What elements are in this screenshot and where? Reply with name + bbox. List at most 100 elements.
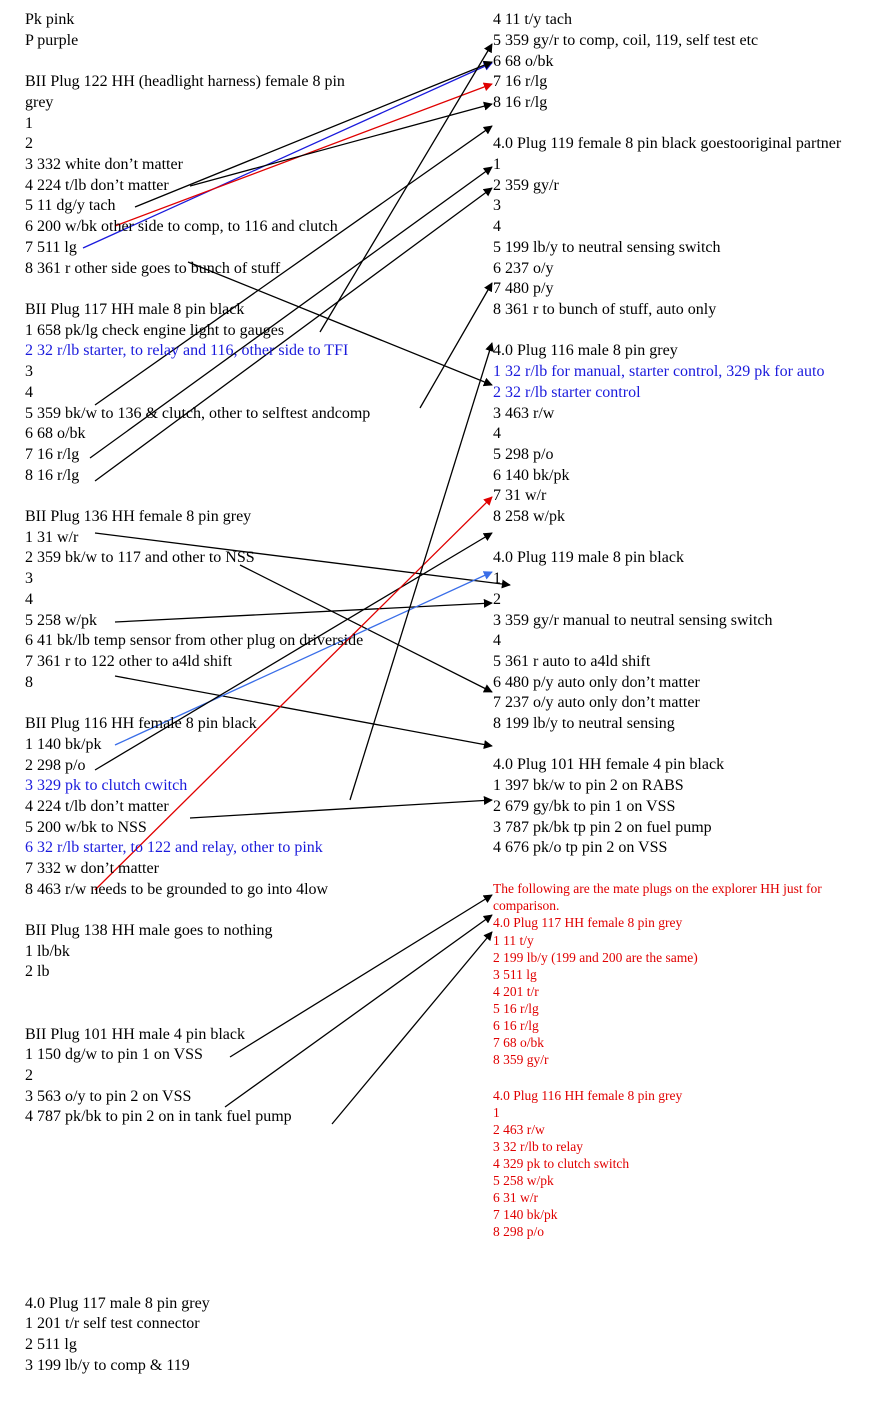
pin-line: 7 16 r/lg: [25, 446, 80, 463]
mate-pin-line: 8 359 gy/r: [493, 1052, 549, 1067]
pin-line: 8 199 lb/y to neutral sensing: [493, 715, 675, 732]
wire-101-4: [331, 931, 493, 1125]
mate-pin-line: 5 258 w/pk: [493, 1173, 554, 1188]
mate-pin-line: 3 511 lg: [493, 967, 537, 982]
plug-40-117-heading: 4.0 Plug 117 male 8 pin grey: [25, 1295, 210, 1312]
pin-line: 5 359 bk/w to 136 & clutch, other to sel…: [25, 405, 371, 422]
wire-116-2: [94, 532, 493, 771]
pin-line: 7 31 w/r: [493, 487, 547, 504]
pin-line: 6 237 o/y: [493, 260, 554, 277]
pin-line: 6 480 p/y auto only don’t matter: [493, 674, 700, 691]
mate-pin-line: 1 11 t/y: [493, 933, 534, 948]
plug-138-heading: BII Plug 138 HH male goes to nothing: [25, 922, 273, 939]
mate-pin-line: 7 140 bk/pk: [493, 1207, 558, 1222]
wire-117-5: [94, 125, 493, 406]
mate-pin-line: 4 329 pk to clutch switch: [493, 1156, 630, 1171]
pin-line: 2 359 bk/w to 117 and other to NSS: [25, 549, 255, 566]
pin-line: 7 16 r/lg: [493, 73, 548, 90]
pin-line: 2: [25, 1067, 33, 1084]
pin-line: 8 16 r/lg: [25, 467, 80, 484]
plug-40-119-female-heading: 4.0 Plug 119 female 8 pin black goestoor…: [493, 135, 842, 152]
wire-117-5b: [419, 282, 493, 409]
pin-line: 5 199 lb/y to neutral sensing switch: [493, 239, 721, 256]
pin-line: 6 68 o/bk: [25, 425, 86, 442]
pin-line: 4 224 t/lb don’t matter: [25, 177, 169, 194]
pin-line: 7 237 o/y auto only don’t matter: [493, 694, 700, 711]
pin-line: 1: [25, 115, 33, 132]
wire-122-7-blue: [82, 62, 493, 249]
pin-line: 5 359 gy/r to comp, coil, 119, self test…: [493, 32, 759, 49]
pin-line: 3: [25, 570, 33, 587]
pin-line: 5 200 w/bk to NSS: [25, 819, 147, 836]
pin-line: 6 32 r/lb starter, to 122 and relay, oth…: [25, 839, 323, 856]
pin-line: 7 511 lg: [25, 239, 77, 256]
mate-pin-line: 6 16 r/lg: [493, 1018, 539, 1033]
wire-117-8: [94, 187, 493, 482]
pin-line: 4: [25, 591, 33, 608]
pin-line: 5 11 dg/y tach: [25, 197, 116, 214]
pin-line: 2 lb: [25, 963, 50, 980]
pin-line: 1 lb/bk: [25, 943, 70, 960]
pin-line: 7 361 r to 122 other to a4ld shift: [25, 653, 233, 670]
pin-line: 5 258 w/pk: [25, 612, 97, 629]
wire-116-4b: [349, 342, 494, 801]
pin-line: 5 298 p/o: [493, 446, 554, 463]
plug-116-heading: BII Plug 116 HH female 8 pin black: [25, 715, 257, 732]
mate-pin-line: 4 201 t/r: [493, 984, 539, 999]
pin-line: 8 463 r/w needs to be grounded to go int…: [25, 881, 329, 898]
pin-line: 4: [493, 425, 501, 442]
plug-40-119-male-heading: 4.0 Plug 119 male 8 pin black: [493, 549, 684, 566]
legend-p: P purple: [25, 32, 79, 49]
wire-117-2: [319, 43, 493, 333]
pin-line: 4 787 pk/bk to pin 2 on in tank fuel pum…: [25, 1108, 292, 1125]
pin-line: 2 679 gy/bk to pin 1 on VSS: [493, 798, 676, 815]
pin-line: 6 41 bk/lb temp sensor from other plug o…: [25, 632, 364, 649]
pin-line: 4: [493, 632, 501, 649]
pin-line: 1 397 bk/w to pin 2 on RABS: [493, 777, 684, 794]
wire-122-4: [189, 101, 493, 187]
plug-101-heading: BII Plug 101 HH male 4 pin black: [25, 1026, 245, 1043]
plug-117-heading: BII Plug 117 HH male 8 pin black: [25, 301, 245, 318]
pin-line: 5 361 r auto to a4ld shift: [493, 653, 651, 670]
mate-pin-line: 8 298 p/o: [493, 1224, 545, 1239]
plug-122-heading: BII Plug 122 HH (headlight harness) fema…: [25, 73, 345, 90]
wire-136-5: [114, 598, 493, 623]
mate-note-cont: comparison.: [493, 898, 560, 913]
pin-line: 8 361 r other side goes to bunch of stuf…: [25, 260, 281, 277]
pin-line: 8: [25, 674, 33, 691]
pin-line: 1: [493, 570, 501, 587]
wire-116-8-red: [94, 496, 493, 891]
wire-136-2: [239, 564, 493, 693]
mate-pin-line: 7 68 o/bk: [493, 1035, 545, 1050]
wire-101-1: [229, 894, 493, 1058]
plug-40-101-heading: 4.0 Plug 101 HH female 4 pin black: [493, 756, 725, 773]
pin-line: 2 32 r/lb starter, to relay and 116, oth…: [25, 342, 349, 359]
pin-line: 1 31 w/r: [25, 529, 79, 546]
mate-116-heading: 4.0 Plug 116 HH female 8 pin grey: [493, 1088, 683, 1103]
pin-line: 2: [493, 591, 501, 608]
pin-line: 1 658 pk/lg check engine light to gauges: [25, 322, 285, 339]
mate-note: The following are the mate plugs on the …: [493, 881, 822, 896]
pin-line: 4: [25, 384, 33, 401]
pin-line: 8 258 w/pk: [493, 508, 565, 525]
pin-line: 3 329 pk to clutch cwitch: [25, 777, 188, 794]
pin-line: 3 563 o/y to pin 2 on VSS: [25, 1088, 192, 1105]
plug-40-116-heading: 4.0 Plug 116 male 8 pin grey: [493, 342, 678, 359]
pin-line: 1: [493, 156, 501, 173]
pin-line: 1 32 r/lb for manual, starter control, 3…: [493, 363, 825, 380]
wire-136-7: [114, 675, 493, 749]
plug-136-heading: BII Plug 136 HH female 8 pin grey: [25, 508, 252, 525]
pin-line: 3 787 pk/bk tp pin 2 on fuel pump: [493, 819, 712, 836]
pin-line: 2 511 lg: [25, 1336, 77, 1353]
mate-pin-line: 1: [493, 1105, 500, 1120]
pin-line: 3 199 lb/y to comp & 119: [25, 1357, 190, 1374]
pin-line: 8 16 r/lg: [493, 94, 548, 111]
wire-136-1: [94, 532, 511, 589]
legend-pk: Pk pink: [25, 11, 75, 28]
wire-122-8: [187, 261, 493, 387]
pin-line: 6 68 o/bk: [493, 53, 554, 70]
pin-line: 3: [25, 363, 33, 380]
pin-line: 8 361 r to bunch of stuff, auto only: [493, 301, 717, 318]
mate-117-heading: 4.0 Plug 117 HH female 8 pin grey: [493, 915, 683, 930]
